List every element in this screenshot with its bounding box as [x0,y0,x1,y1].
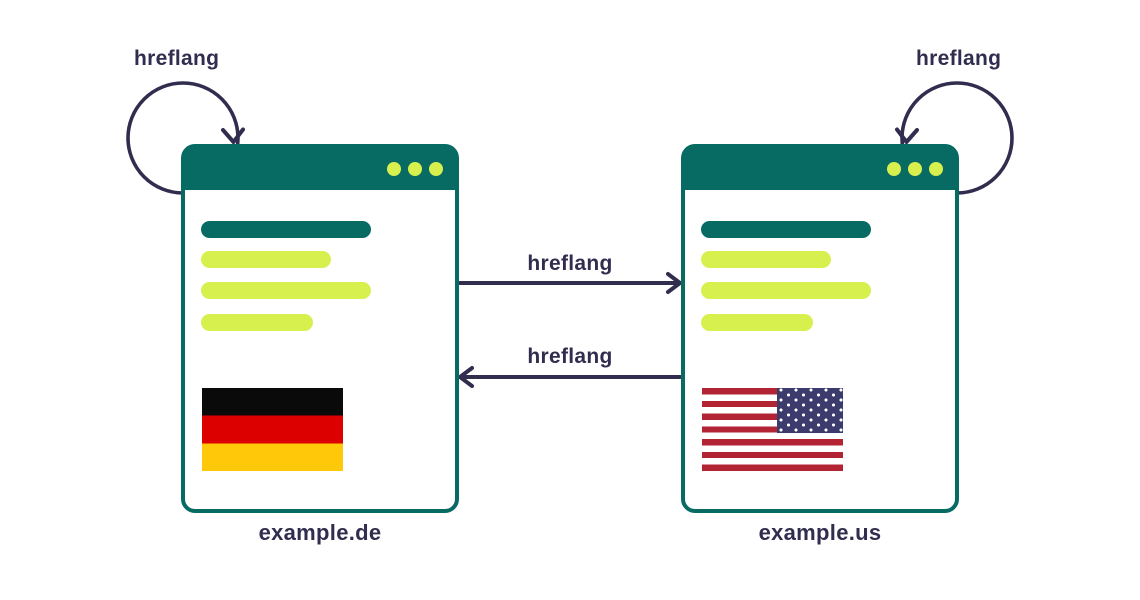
browser-window-us [681,144,959,513]
content-line [201,221,371,238]
content-line [201,282,371,299]
arrowhead-right-to-left [458,366,474,388]
browser-titlebar [185,148,455,190]
cross-link-label-top: hreflang [527,252,613,275]
window-dot-icon [887,162,901,176]
domain-label-de: example.de [258,520,382,545]
cross-link-label-bottom: hreflang [527,345,613,368]
window-dot-icon [387,162,401,176]
content-line [701,251,831,268]
arrowhead-left-to-right [666,272,682,294]
content-line [201,251,331,268]
browser-titlebar [685,148,955,190]
usa-flag-canton [777,388,843,433]
self-loop-label-left: hreflang [134,47,220,70]
content-line [701,314,813,331]
germany-flag [202,388,343,471]
browser-window-de [181,144,459,513]
usa-flag [702,388,843,471]
domain-label-us: example.us [758,520,882,545]
content-line [701,221,871,238]
window-dot-icon [408,162,422,176]
window-dot-icon [929,162,943,176]
window-dot-icon [429,162,443,176]
content-line [201,314,313,331]
self-loop-label-right: hreflang [916,47,1002,70]
self-loop-arrowhead-left [221,127,245,144]
content-line [701,282,871,299]
window-dot-icon [908,162,922,176]
self-loop-arrowhead-right [895,127,919,144]
